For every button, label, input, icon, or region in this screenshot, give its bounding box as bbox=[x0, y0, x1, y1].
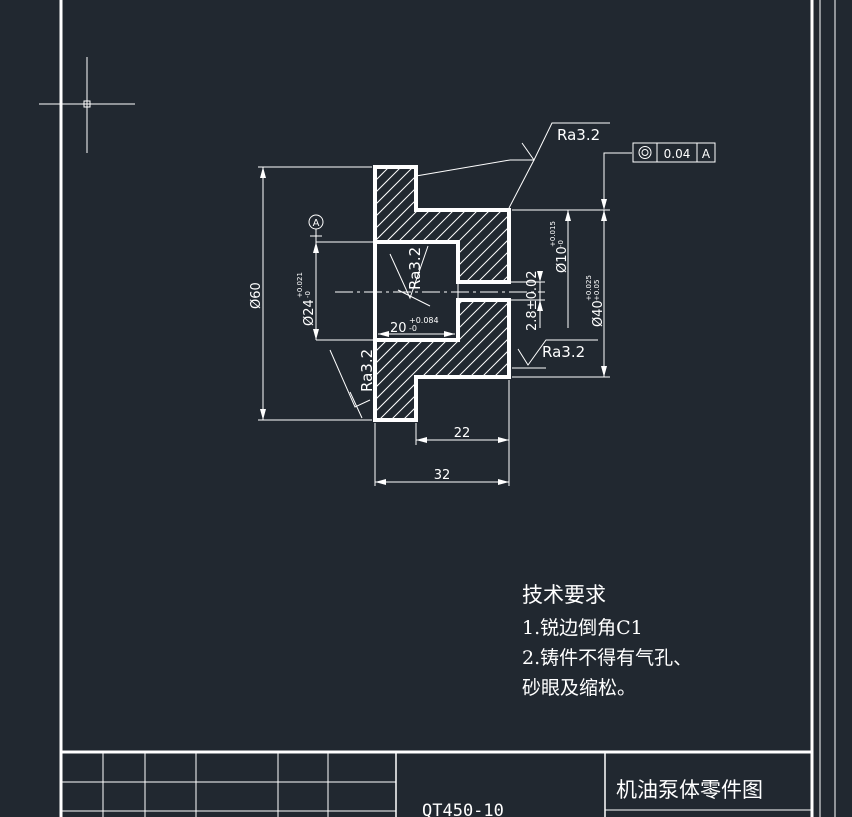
dimension-arrows bbox=[260, 167, 607, 485]
dim-d24-tol-upper: +0.021 bbox=[296, 272, 304, 298]
dim-len32: 32 bbox=[434, 468, 451, 483]
roughness-symbol-bore-icon bbox=[389, 245, 431, 307]
hatch-line bbox=[230, 295, 360, 425]
roughness-label-left: Ra3.2 bbox=[358, 349, 376, 392]
hatch-line bbox=[170, 160, 300, 290]
hatch-line bbox=[146, 295, 276, 425]
roughness-label-right: Ra3.2 bbox=[542, 343, 585, 361]
crosshair-cursor-icon bbox=[39, 57, 135, 153]
datum-marker: A bbox=[308, 214, 324, 230]
hatch-line bbox=[375, 300, 493, 420]
dim-d24-base: Ø24 bbox=[302, 299, 317, 326]
hatch-line bbox=[409, 300, 509, 420]
dim-d20-tol-upper: +0.084 bbox=[409, 316, 439, 325]
dim-d10-base: Ø10 bbox=[555, 246, 570, 273]
hatch-line bbox=[230, 160, 360, 290]
hatch-line bbox=[409, 167, 509, 282]
dim-d20: 20 +0.084 -0 bbox=[390, 316, 439, 336]
technical-requirements: 技术要求 1.锐边倒角C1 2.铸件不得有气孔、 砂眼及缩松。 bbox=[522, 583, 692, 699]
hatch-line bbox=[375, 167, 493, 282]
dim-len22: 22 bbox=[454, 426, 471, 441]
dim-d20-tol-lower: -0 bbox=[409, 324, 417, 333]
hatch-line bbox=[481, 167, 509, 282]
dim-d40-base: Ø40 bbox=[591, 300, 606, 327]
dim-d10: Ø10 +0.015 -0 bbox=[549, 221, 570, 273]
dim-d20-base: 20 bbox=[390, 321, 407, 336]
hatch-line bbox=[445, 167, 509, 282]
hatch-line bbox=[385, 300, 509, 420]
hatch-line bbox=[170, 295, 300, 425]
hatch-line bbox=[218, 160, 348, 290]
hatch-line bbox=[375, 167, 445, 282]
tech-req-line-2: 2.铸件不得有气孔、 bbox=[522, 647, 692, 669]
hatch-line bbox=[134, 160, 264, 290]
hatch-line bbox=[375, 300, 457, 420]
hatch-line bbox=[433, 167, 509, 282]
hatch-line bbox=[375, 167, 421, 282]
hatch-line bbox=[158, 295, 288, 425]
dim-d24: Ø24 +0.021 -0 bbox=[296, 272, 317, 326]
dim-d40-tol-upper: +0.025 bbox=[585, 275, 593, 301]
datum-reference: A bbox=[702, 147, 711, 161]
part-outline bbox=[373, 165, 511, 422]
datum-label: A bbox=[313, 218, 320, 229]
hatch-line bbox=[110, 295, 240, 425]
dim-d40-tol-lower: +0.05 bbox=[593, 280, 601, 301]
title-block-name: 机油泵体零件图 bbox=[616, 778, 763, 802]
hatch-line bbox=[375, 167, 505, 282]
dim-d24-tol-lower: -0 bbox=[304, 291, 312, 298]
geometric-tolerance-frame: 0.04 A bbox=[632, 142, 716, 163]
tech-req-title: 技术要求 bbox=[522, 583, 606, 607]
hatch-line bbox=[194, 160, 324, 290]
dim-d10-tol-lower: -0 bbox=[557, 240, 565, 247]
tech-req-line-1: 1.锐边倒角C1 bbox=[522, 617, 643, 639]
roughness-label-top: Ra3.2 bbox=[557, 126, 600, 144]
hatch-line bbox=[134, 295, 264, 425]
roughness-label-bore: Ra3.2 bbox=[406, 247, 424, 290]
concentricity-icon bbox=[638, 146, 652, 159]
hatch-line bbox=[110, 160, 240, 290]
hatch-line bbox=[375, 300, 445, 420]
roughness-symbol-left-icon bbox=[329, 349, 371, 419]
hatch-line bbox=[242, 160, 372, 290]
title-block-material: QT450-10 bbox=[422, 801, 504, 817]
dim-d40: Ø40 +0.025 +0.05 bbox=[585, 275, 606, 327]
title-block bbox=[61, 752, 812, 817]
hatch-line bbox=[146, 160, 276, 290]
drawing-frame bbox=[59, 0, 836, 817]
internal-lines bbox=[316, 241, 545, 341]
hatch-line bbox=[218, 295, 348, 425]
hatch-line bbox=[457, 167, 509, 282]
hatch-line bbox=[375, 167, 457, 282]
tolerance-value: 0.04 bbox=[664, 147, 691, 161]
tech-req-line-3: 砂眼及缩松。 bbox=[522, 677, 636, 699]
hatch-line bbox=[469, 167, 509, 282]
hatch-line bbox=[122, 295, 252, 425]
hatch-line bbox=[375, 300, 409, 420]
hatch-line bbox=[182, 295, 312, 425]
dim-d28: 2.8±0.02 bbox=[525, 270, 540, 331]
dimension-lines bbox=[258, 152, 632, 486]
dim-d10-tol-upper: +0.015 bbox=[549, 221, 557, 247]
hatch-line bbox=[122, 160, 252, 290]
hatch-line bbox=[375, 167, 469, 282]
dim-d60: Ø60 bbox=[249, 282, 264, 309]
hatch-line bbox=[158, 160, 288, 290]
hatch-line bbox=[375, 167, 409, 282]
hatch-line bbox=[375, 300, 505, 420]
hatch-line bbox=[182, 160, 312, 290]
hatch-line bbox=[375, 167, 433, 282]
roughness-symbol-right-icon bbox=[512, 339, 598, 369]
roughness-symbol-top-icon bbox=[415, 122, 610, 209]
